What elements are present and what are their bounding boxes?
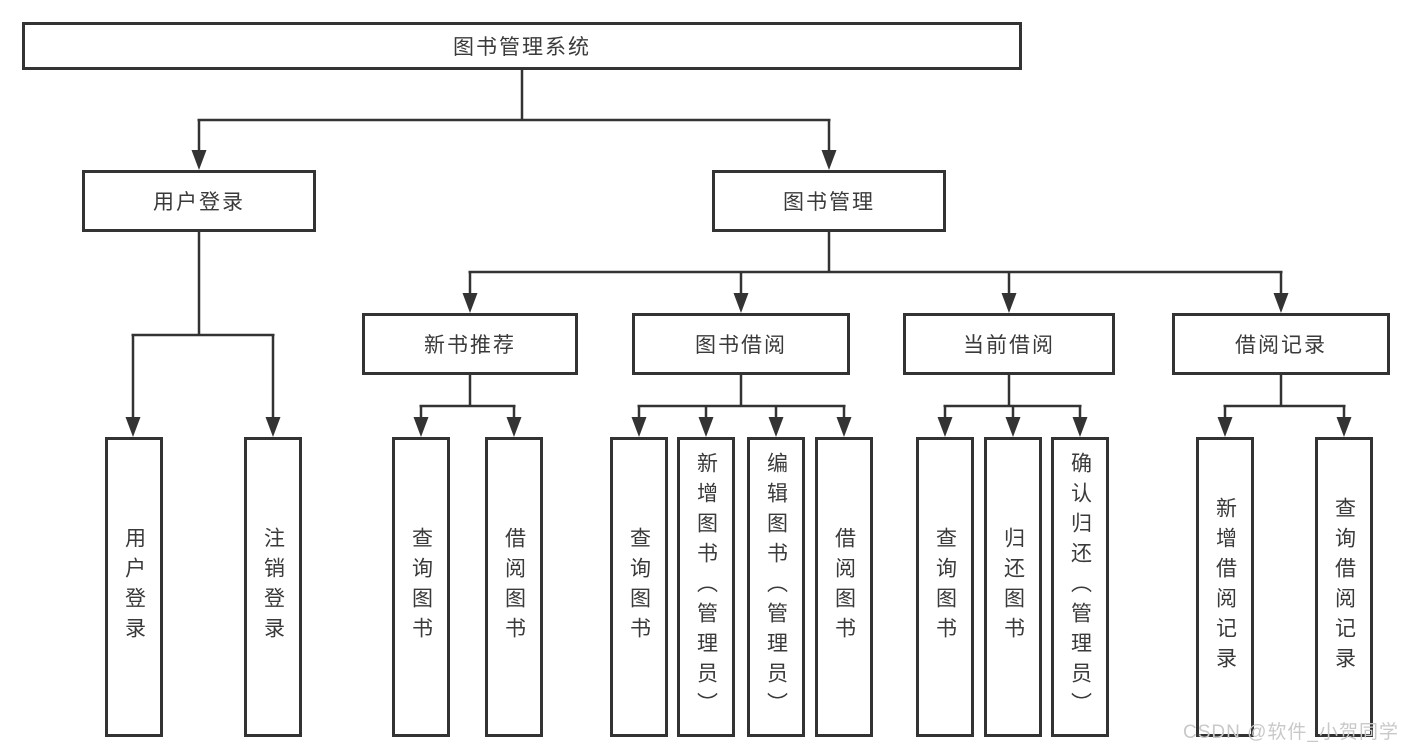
arrowhead-borrow-books-borrow bbox=[836, 417, 852, 437]
leaf-query-books: 查询图书 bbox=[916, 437, 974, 737]
node-label: 借阅图书 bbox=[502, 527, 526, 647]
arrowhead-add-borrow-record bbox=[1217, 417, 1233, 437]
node-label: 新增图书（管理员） bbox=[694, 452, 718, 722]
arrowhead-new-book-rec bbox=[462, 293, 478, 313]
node-book-management: 图书管理 bbox=[712, 170, 946, 232]
arrowhead-return-books bbox=[1005, 417, 1021, 437]
node-label: 新增借阅记录 bbox=[1213, 497, 1237, 677]
node-label: 图书管理 bbox=[783, 191, 875, 214]
node-label: 用户登录 bbox=[153, 191, 245, 214]
node-label: 归还图书 bbox=[1001, 527, 1025, 647]
node-label: 用户登录 bbox=[122, 527, 146, 647]
node-label: 借阅图书 bbox=[832, 527, 856, 647]
arrowhead-confirm-return bbox=[1072, 417, 1088, 437]
node-label: 图书管理系统 bbox=[453, 36, 591, 59]
node-book-management-system: 图书管理系统 bbox=[22, 22, 1022, 70]
node-label: 查询图书 bbox=[627, 527, 651, 647]
arrowhead-query-books-borrow bbox=[631, 417, 647, 437]
node-book-borrowing: 图书借阅 bbox=[632, 313, 850, 375]
node-user-login: 用户登录 bbox=[82, 170, 316, 232]
arrowhead-book-borrow bbox=[733, 293, 749, 313]
node-label: 当前借阅 bbox=[963, 334, 1055, 357]
node-label: 编辑图书（管理员） bbox=[764, 452, 788, 722]
leaf-user-login: 用户登录 bbox=[105, 437, 163, 737]
leaf-edit-books-admin: 编辑图书（管理员） bbox=[747, 437, 805, 737]
leaf-logout: 注销登录 bbox=[244, 437, 302, 737]
node-label: 查询图书 bbox=[409, 527, 433, 647]
leaf-return-books: 归还图书 bbox=[984, 437, 1042, 737]
arrowhead-query-books-rec bbox=[413, 417, 429, 437]
node-label: 新书推荐 bbox=[424, 334, 516, 357]
node-label: 图书借阅 bbox=[695, 334, 787, 357]
leaf-borrow-books: 借阅图书 bbox=[815, 437, 873, 737]
arrowhead-query-books-current bbox=[937, 417, 953, 437]
arrowhead-leaf-logout bbox=[265, 417, 281, 437]
arrowhead-query-borrow-record bbox=[1336, 417, 1352, 437]
leaf-add-books-admin: 新增图书（管理员） bbox=[677, 437, 735, 737]
node-new-book-recommendation: 新书推荐 bbox=[362, 313, 578, 375]
leaf-query-borrow-record: 查询借阅记录 bbox=[1315, 437, 1373, 737]
arrowhead-borrow-records bbox=[1273, 293, 1289, 313]
arrowhead-add-books bbox=[698, 417, 714, 437]
node-label: 确认归还（管理员） bbox=[1068, 452, 1092, 722]
node-label: 查询图书 bbox=[933, 527, 957, 647]
arrowhead-leaf-user-login bbox=[125, 417, 141, 437]
leaf-confirm-return-admin: 确认归还（管理员） bbox=[1051, 437, 1109, 737]
leaf-query-books: 查询图书 bbox=[392, 437, 450, 737]
leaf-borrow-books: 借阅图书 bbox=[485, 437, 543, 737]
node-current-borrowing: 当前借阅 bbox=[903, 313, 1115, 375]
leaf-query-books: 查询图书 bbox=[610, 437, 668, 737]
arrowhead-edit-books bbox=[768, 417, 784, 437]
node-label: 查询借阅记录 bbox=[1332, 497, 1356, 677]
arrowhead-user-login bbox=[191, 150, 207, 170]
arrowhead-current-borrow bbox=[1001, 293, 1017, 313]
arrowhead-book-mgmt bbox=[821, 150, 837, 170]
leaf-add-borrow-record: 新增借阅记录 bbox=[1196, 437, 1254, 737]
node-label: 借阅记录 bbox=[1235, 334, 1327, 357]
node-label: 注销登录 bbox=[261, 527, 285, 647]
arrowhead-borrow-books-rec bbox=[506, 417, 522, 437]
csdn-watermark: CSDN @软件_小贺同学 bbox=[1183, 722, 1399, 743]
node-borrowing-records: 借阅记录 bbox=[1172, 313, 1390, 375]
